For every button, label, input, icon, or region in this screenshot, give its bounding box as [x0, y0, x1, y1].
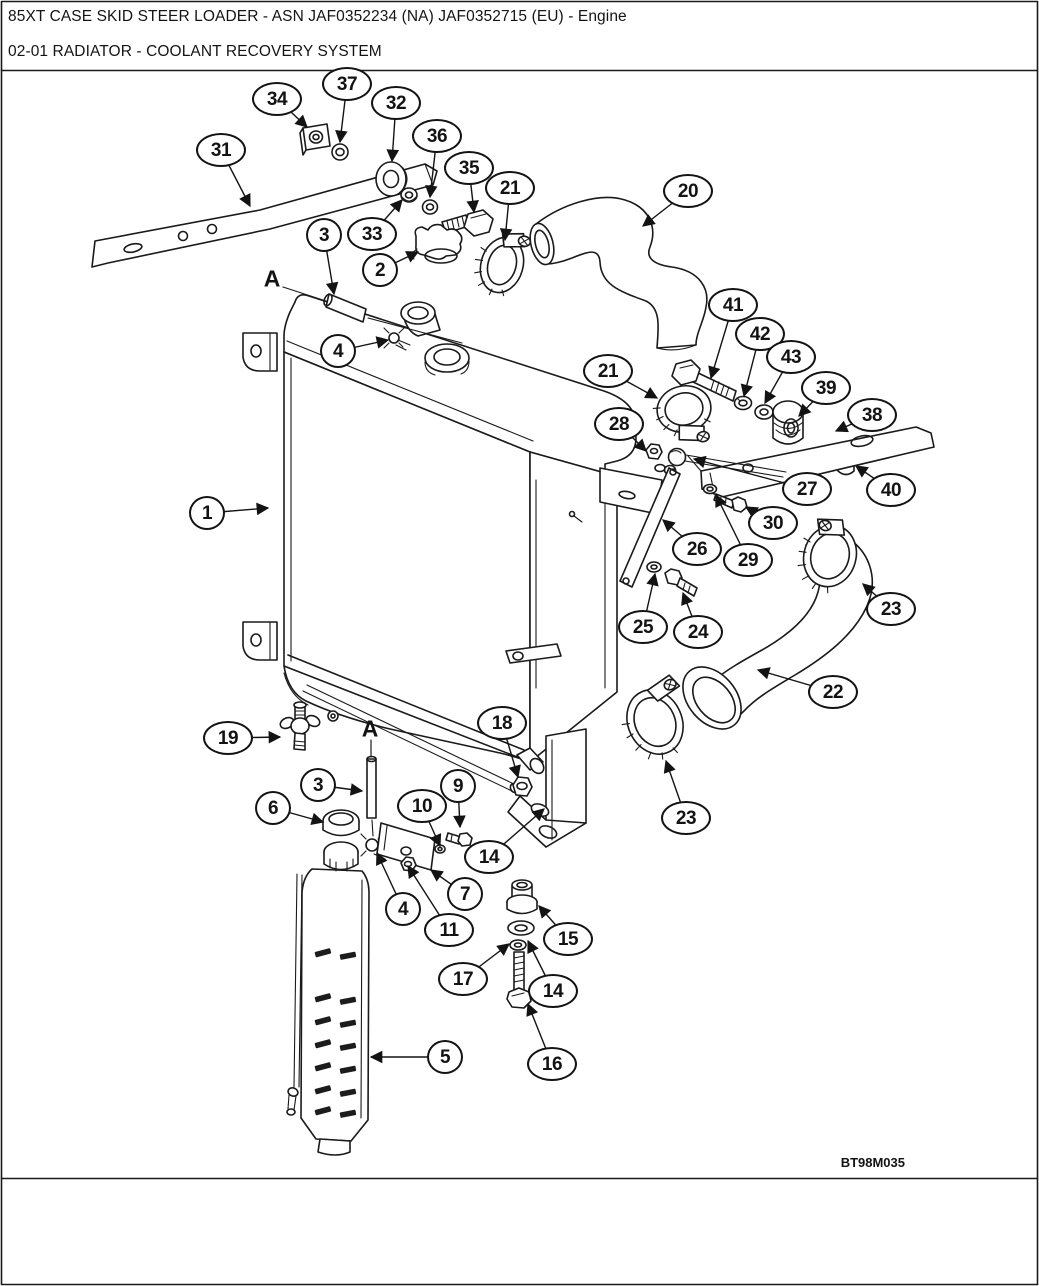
washer-37 [331, 143, 349, 161]
grommet-39 [772, 400, 804, 445]
leader-line-32 [386, 102, 400, 163]
screw-small [568, 510, 583, 523]
filler-neck [400, 301, 441, 337]
leader-line-16 [526, 1002, 553, 1065]
washer-14 [507, 920, 535, 936]
section-line-a-top [282, 286, 463, 344]
leader-line-29 [715, 493, 749, 561]
clamp-23b [621, 674, 684, 760]
leader-line-27 [692, 455, 808, 490]
leader-line-15 [538, 905, 569, 940]
nut-plate-34 [299, 123, 331, 156]
leader-line-23 [862, 583, 892, 610]
leader-line-19 [227, 730, 282, 744]
leader-line-33 [371, 199, 403, 235]
bracket-38 [700, 426, 935, 498]
leader-line-41 [708, 304, 734, 380]
leader-line-4 [376, 851, 404, 910]
leader-line-21 [607, 370, 659, 399]
petcock-19 [279, 701, 321, 751]
clamp-21b [652, 385, 712, 443]
bottle-5 [286, 841, 370, 1156]
leader-line-14 [488, 808, 545, 858]
radiator-cap-2 [407, 223, 463, 264]
bolt-24 [664, 568, 698, 597]
clamp-23a [797, 518, 858, 594]
leader-line-31 [220, 149, 251, 208]
section-title: 02-01 RADIATOR - COOLANT RECOVERY SYSTEM [8, 43, 382, 60]
leader-line-36 [425, 135, 438, 199]
leader-line-4 [337, 336, 390, 352]
leader-line-18 [501, 722, 521, 779]
leader-line-3 [323, 234, 339, 296]
leader-line-3 [317, 783, 364, 796]
leader-line-25 [642, 572, 659, 628]
leader-line-21 [499, 187, 513, 242]
leader-line-26 [662, 519, 698, 550]
leader-line-28 [618, 423, 647, 452]
rod-26 [619, 467, 681, 588]
hose-20 [529, 196, 708, 351]
leader-line-17 [462, 943, 511, 980]
bolt-16 [506, 951, 532, 1009]
washer-29 [702, 483, 718, 495]
bolt-41 [671, 359, 737, 402]
bushing-33 [400, 187, 418, 203]
leader-line-20 [642, 190, 689, 227]
leader-line-39 [798, 387, 827, 417]
radiator-1 [242, 294, 637, 794]
leader-line-22 [756, 667, 834, 693]
leader-line-10 [421, 805, 442, 848]
doc-title: 85XT CASE SKID STEER LOADER - ASN JAF035… [8, 8, 627, 25]
leader-line-43 [764, 356, 792, 405]
leader-line-40 [854, 465, 892, 491]
leader-line-7 [429, 869, 466, 895]
washer-36 [421, 199, 439, 215]
washer-17 [509, 939, 527, 951]
leader-line-6 [272, 807, 325, 826]
leader-line-11 [407, 864, 450, 931]
leader-line-9 [453, 785, 466, 829]
bottle-level-marks [314, 948, 357, 1118]
leader-line-30 [744, 506, 774, 524]
leader-line-38 [834, 414, 873, 433]
leader-line-24 [681, 591, 699, 633]
leader-line-35 [466, 167, 479, 214]
lock-washer-42 [733, 395, 753, 411]
leader-line-14 [527, 939, 554, 992]
leader-line-23 [663, 759, 687, 819]
washer-25 [646, 561, 662, 573]
leader-line-2 [379, 251, 420, 271]
leader-line-42 [740, 333, 761, 398]
figure-code: BT98M035 [840, 1155, 905, 1170]
leader-line-34 [276, 98, 308, 128]
leader-line-1 [206, 502, 270, 516]
leader-line-37 [335, 83, 348, 144]
bottle-cap-6 [322, 809, 360, 837]
spacer-15 [506, 879, 538, 915]
clamp-21a [474, 232, 532, 297]
